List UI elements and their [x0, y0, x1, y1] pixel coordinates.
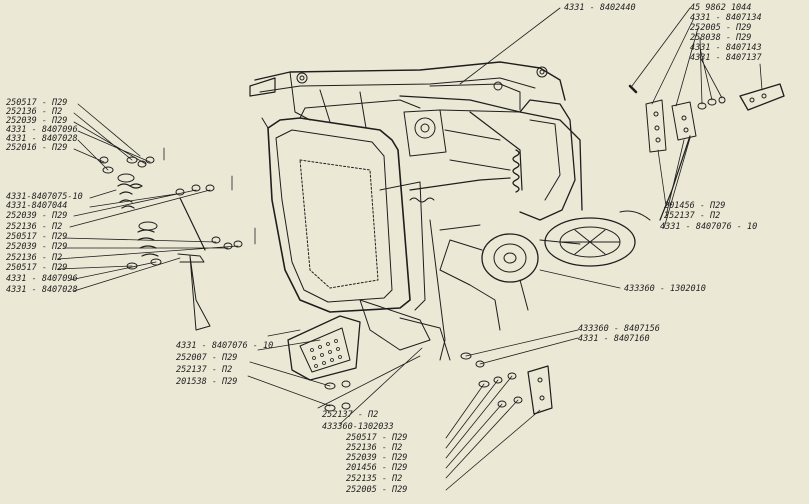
label-left-3: 4331 - 8407096 — [6, 125, 78, 135]
label-right-middle-0: 201456 - П29 — [664, 201, 726, 211]
label-right-middle-2: 4331 - 8407076 - 10 — [660, 222, 758, 232]
label-left-11: 252039 - П29 — [6, 242, 68, 252]
right-parts — [628, 83, 785, 221]
label-right-side: 433360 - 1302010 — [624, 284, 706, 294]
label-bottom-right-4: 252135 - П2 — [346, 474, 403, 484]
upper-frame — [249, 61, 583, 211]
bottom-bracket — [324, 352, 553, 415]
label-left-0: 250517 - П29 — [6, 98, 68, 108]
label-top-right-1: 4331 - 8407134 — [690, 13, 762, 23]
label-top-right-2: 252005 - П29 — [690, 23, 752, 33]
grouping-brackets — [163, 147, 256, 245]
label-lower-left-3: 201538 - П29 — [176, 377, 238, 387]
label-bottom-right-5: 252005 - П29 — [346, 485, 408, 495]
label-left-15: 4331 - 8407028 — [6, 285, 78, 295]
label-bottom-right-top-1: 4331 - 8407160 — [578, 334, 650, 344]
label-left-1: 252136 - П2 — [6, 107, 63, 117]
label-lower-left-1: 252007 - П29 — [176, 353, 238, 363]
label-left-9: 252136 - П2 — [6, 222, 63, 232]
label-bottom-right-top-0: 433360 - 8407156 — [578, 324, 660, 334]
label-left-8: 252039 - П29 — [6, 211, 68, 221]
label-top-right-5: 4331 - 8407137 — [690, 53, 762, 63]
label-lower-left-2: 252137 - П2 — [176, 365, 233, 375]
drum — [544, 210, 651, 267]
label-top-right-0: 45 9862 1044 — [690, 3, 752, 13]
label-left-7: 4331-8407044 — [6, 201, 68, 211]
label-lower-left-0: 4331 - 8407076 - 10 — [176, 341, 274, 351]
label-bottom-center-0: 252137 - П2 — [322, 410, 379, 420]
label-left-5: 252016 - П29 — [6, 143, 68, 153]
label-left-13: 250517 - П29 — [6, 263, 68, 273]
label-top-right-3: 258038 - П29 — [690, 33, 752, 43]
label-bottom-right-2: 252039 - П29 — [346, 453, 408, 463]
label-left-12: 252136 - П2 — [6, 253, 63, 263]
cab-panel — [261, 99, 421, 313]
left-parts — [99, 156, 243, 331]
label-bottom-right-1: 252136 - П2 — [346, 443, 403, 453]
label-top-right-4: 4331 - 8407143 — [690, 43, 762, 53]
leader-lines — [57, 7, 763, 491]
label-bottom-center-1: 433360-1302033 — [322, 422, 394, 432]
right-structure — [403, 99, 576, 221]
label-bottom-right-3: 201456 - П29 — [346, 463, 408, 473]
label-left-2: 252039 - П29 — [6, 116, 68, 126]
floor-plate — [359, 299, 451, 361]
label-right-middle-1: 252137 - П2 — [664, 211, 721, 221]
label-top-center: 4331 - 8402440 — [564, 3, 636, 13]
label-left-10: 250517 - П29 — [6, 232, 68, 242]
label-left-14: 4331 - 8407096 — [6, 274, 78, 284]
label-left-6: 4331-8407075-10 — [6, 192, 83, 202]
motor-unit — [439, 224, 581, 331]
label-left-4: 4331 - 8407028 — [6, 134, 78, 144]
label-bottom-right-0: 250517 - П29 — [346, 433, 408, 443]
spring-linkage — [379, 111, 523, 361]
pedal-pad — [287, 315, 361, 381]
